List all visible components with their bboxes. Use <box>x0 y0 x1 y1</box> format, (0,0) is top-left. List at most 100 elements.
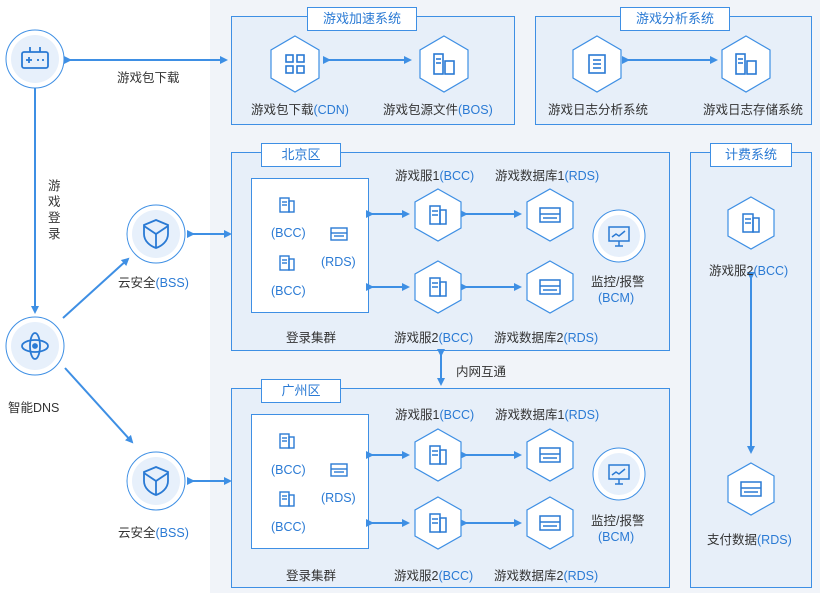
billing-pay-name: 支付数据 <box>707 533 758 547</box>
bj-cluster-bcc-a: (BCC) <box>271 226 306 240</box>
router-node <box>4 28 66 90</box>
gz-cluster-server-a-icon <box>278 432 296 455</box>
bj-monitor-node <box>591 208 647 264</box>
bj-db2-label: 游戏数据库2(RDS) <box>494 327 598 346</box>
bj-cluster-server-a-icon <box>278 196 296 219</box>
gz-server1-node <box>410 427 466 483</box>
database-icon <box>539 447 561 463</box>
server-icon <box>742 213 760 233</box>
bj-server2-label: 游戏服2(BCC) <box>394 327 473 346</box>
security-top-node <box>125 203 187 265</box>
gz-cluster-label: 登录集群 <box>286 569 337 583</box>
gz-server2-name: 游戏服2 <box>394 569 439 583</box>
gz-server2-node <box>410 495 466 551</box>
dns-icon <box>21 332 49 360</box>
gz-monitor-name: 监控/报警 <box>591 514 645 528</box>
gz-db2-label: 游戏数据库2(RDS) <box>494 565 598 584</box>
bj-db2-node <box>522 259 578 315</box>
gz-cluster-bcc-a: (BCC) <box>271 463 306 477</box>
bj-cluster-label: 登录集群 <box>286 331 337 345</box>
gz-server2-code: (BCC) <box>438 569 474 583</box>
server-icon <box>429 445 447 465</box>
gz-cluster-bcc-b: (BCC) <box>271 520 306 534</box>
cdn-label: 游戏包下载(CDN) <box>251 99 349 118</box>
gz-server1-label: 游戏服1(BCC) <box>395 404 474 423</box>
storage-icon <box>735 53 757 75</box>
bos-label: 游戏包源文件(BOS) <box>383 99 493 118</box>
bj-db2-code: (RDS) <box>563 331 599 345</box>
bj-cluster-bcc-b: (BCC) <box>271 284 306 298</box>
bos-code: (BOS) <box>458 103 493 117</box>
shield-icon <box>143 466 169 496</box>
gz-db2-node <box>522 495 578 551</box>
dns-label: 智能DNS <box>8 401 60 415</box>
monitor-icon <box>608 226 630 247</box>
gz-monitor-node <box>591 446 647 502</box>
database-icon <box>539 207 561 223</box>
security-bottom-label: 云安全(BSS) <box>118 522 189 541</box>
database-icon <box>539 515 561 531</box>
log-analysis-node <box>567 34 627 94</box>
gz-db2-code: (RDS) <box>563 569 599 583</box>
grid-icon <box>285 54 305 74</box>
bj-db1-node <box>522 187 578 243</box>
bos-node <box>414 34 474 94</box>
bj-server1-label: 游戏服1(BCC) <box>395 165 474 184</box>
bj-server1-name: 游戏服1 <box>395 169 440 183</box>
cdn-code: (CDN) <box>313 103 349 117</box>
gz-cluster-db-icon <box>329 462 349 483</box>
log-analysis-label: 游戏日志分析系统 <box>548 103 649 117</box>
bj-db1-label: 游戏数据库1(RDS) <box>495 165 599 184</box>
bj-monitor-name: 监控/报警 <box>591 275 645 289</box>
cdn-name: 游戏包下载 <box>251 103 314 117</box>
gz-db1-code: (RDS) <box>564 408 600 422</box>
security-bottom-name: 云安全 <box>118 526 156 540</box>
bj-server2-name: 游戏服2 <box>394 331 439 345</box>
bj-cluster-server-b-icon <box>278 254 296 277</box>
gz-server1-code: (BCC) <box>439 408 475 422</box>
billing-server-label: 游戏服2(BCC) <box>709 260 788 279</box>
guangzhou-login-cluster <box>251 414 369 549</box>
router-label: 游戏包下载 <box>117 71 180 85</box>
billing-system-title: 计费系统 <box>710 143 792 167</box>
bj-server2-node <box>410 259 466 315</box>
billing-server-node <box>723 195 779 251</box>
router-icon <box>21 47 49 69</box>
intranet-label: 内网互通 <box>456 365 507 379</box>
database-icon <box>740 481 762 497</box>
billing-pay-label: 支付数据(RDS) <box>707 529 792 548</box>
gz-db1-label: 游戏数据库1(RDS) <box>495 404 599 423</box>
bj-cluster-rds: (RDS) <box>321 255 356 269</box>
bj-server2-code: (BCC) <box>438 331 474 345</box>
dns-security-bottom-connector <box>64 367 134 444</box>
guangzhou-region-title: 广州区 <box>261 379 341 403</box>
bj-db1-name: 游戏数据库1 <box>495 169 565 183</box>
database-icon <box>539 279 561 295</box>
security-bottom-code: (BSS) <box>155 526 189 540</box>
analysis-system-title: 游戏分析系统 <box>620 7 730 31</box>
server-icon <box>429 513 447 533</box>
accel-system-title: 游戏加速系统 <box>307 7 417 31</box>
security-bottom-node <box>125 450 187 512</box>
log-storage-node <box>716 34 776 94</box>
server-icon <box>429 277 447 297</box>
dns-security-top-connector <box>62 257 130 319</box>
gz-db2-name: 游戏数据库2 <box>494 569 564 583</box>
bj-monitor-code: (BCM) <box>598 291 635 305</box>
billing-server-code: (BCC) <box>753 264 789 278</box>
bj-cluster-db-icon <box>329 226 349 247</box>
billing-server-name: 游戏服2 <box>709 264 754 278</box>
gz-monitor-code: (BCM) <box>598 530 635 544</box>
gz-db1-name: 游戏数据库1 <box>495 408 565 422</box>
bj-server1-code: (BCC) <box>439 169 475 183</box>
gz-server1-name: 游戏服1 <box>395 408 440 422</box>
bos-name: 游戏包源文件 <box>383 103 459 117</box>
security-top-code: (BSS) <box>155 276 189 290</box>
bj-server1-node <box>410 187 466 243</box>
beijing-region-title: 北京区 <box>261 143 341 167</box>
login-label: 游戏登录 <box>48 179 61 241</box>
security-top-label: 云安全(BSS) <box>118 272 189 291</box>
log-storage-label: 游戏日志存储系统 <box>703 103 804 117</box>
dns-node <box>4 315 66 377</box>
